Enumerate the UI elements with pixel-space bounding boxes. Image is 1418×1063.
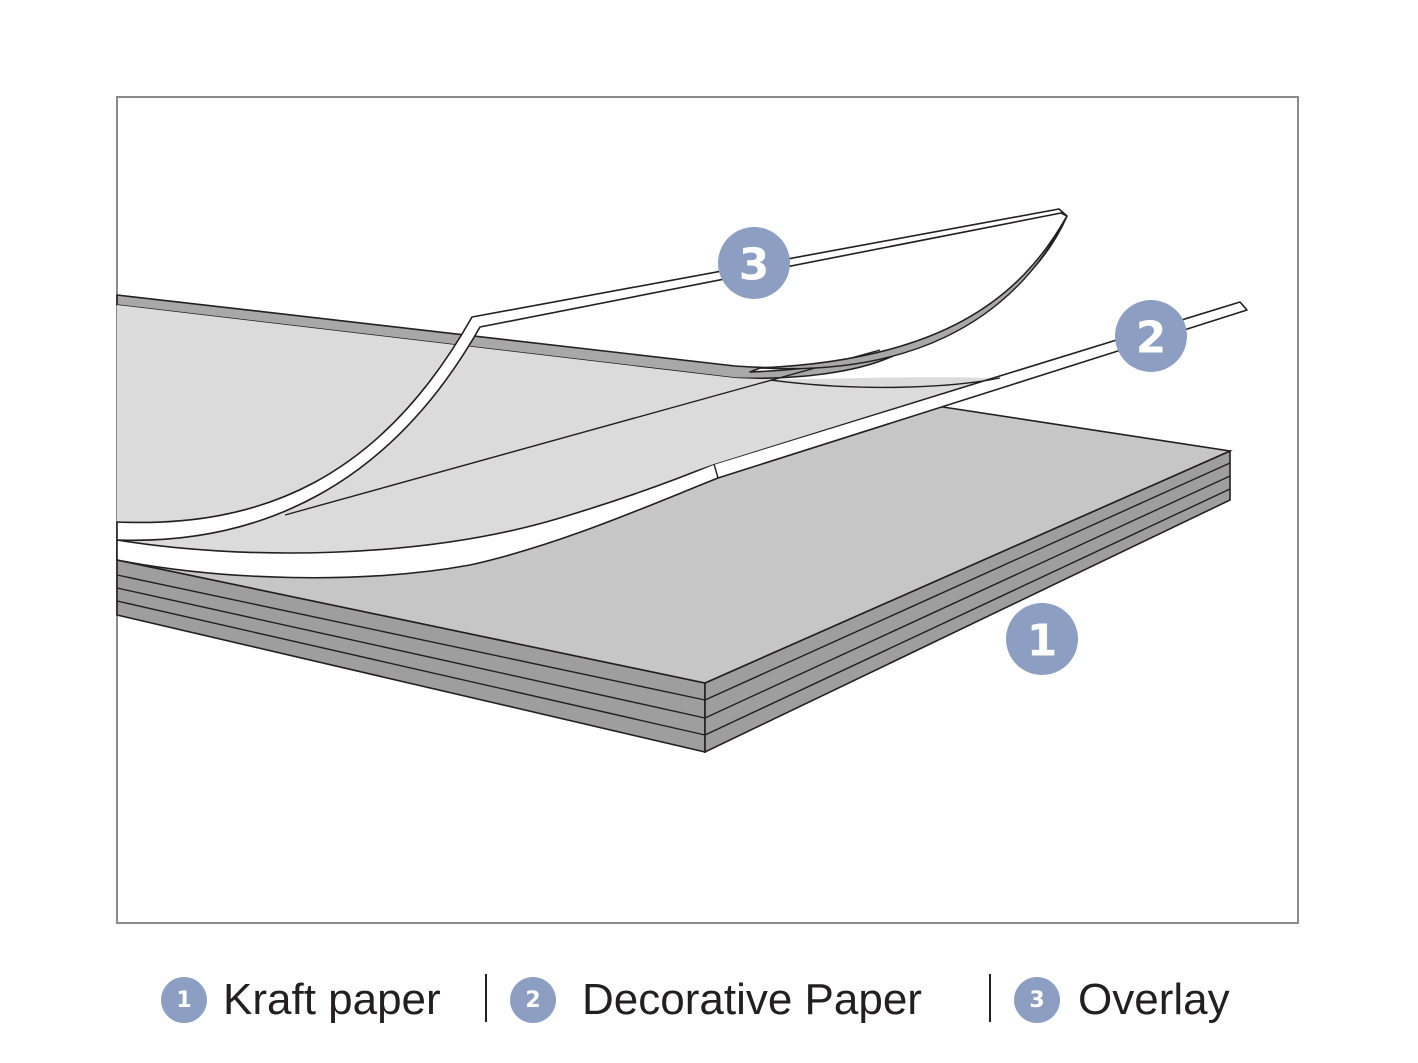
overlay-curl-shade [759, 215, 1068, 370]
kraft-sheet-line [704, 488, 1231, 736]
callout-2: 2 [1115, 300, 1187, 372]
kraft-sheet-line [116, 600, 706, 736]
legend-separator [989, 974, 991, 1022]
legend: 1 Kraft paper 2 Decorative Paper 3 Overl… [0, 960, 1418, 1040]
callout-3: 3 [718, 227, 790, 299]
legend-label: Kraft paper [223, 975, 441, 1024]
decorative-paper-edge [116, 301, 1248, 579]
legend-label: Overlay [1078, 975, 1230, 1024]
callout-number: 2 [1136, 313, 1167, 364]
decorative-paper-curl-line [769, 377, 1001, 389]
legend-label: Decorative Paper [582, 975, 922, 1024]
legend-item-decorative-paper: 2 Decorative Paper [510, 972, 922, 1028]
kraft-sheet-line [704, 475, 1231, 719]
decorative-paper-fold [713, 463, 719, 479]
legend-separator [485, 974, 487, 1022]
overlay-edge [116, 208, 1068, 542]
callout-number: 3 [739, 240, 770, 291]
callout-badge [718, 227, 790, 299]
legend-badge: 1 [161, 977, 207, 1023]
legend-badge: 3 [1014, 977, 1060, 1023]
callout-badge [1115, 300, 1187, 372]
legend-item-kraft-paper: 1 Kraft paper [161, 972, 441, 1028]
callout-1: 1 [1006, 603, 1078, 675]
legend-badge: 2 [510, 977, 556, 1023]
legend-item-overlay: 3 Overlay [1014, 972, 1230, 1028]
kraft-sheet-line [704, 462, 1231, 701]
kraft-paper-stack [116, 404, 1233, 754]
overlay-sheet [116, 208, 1068, 542]
callout-number: 1 [1027, 616, 1058, 667]
kraft-sheet-line [116, 587, 706, 719]
laminate-layers-diagram: 3 2 1 [116, 96, 1299, 924]
overlay-crease [284, 349, 881, 516]
callout-badge [1006, 603, 1078, 675]
kraft-sheet-line [116, 574, 706, 701]
